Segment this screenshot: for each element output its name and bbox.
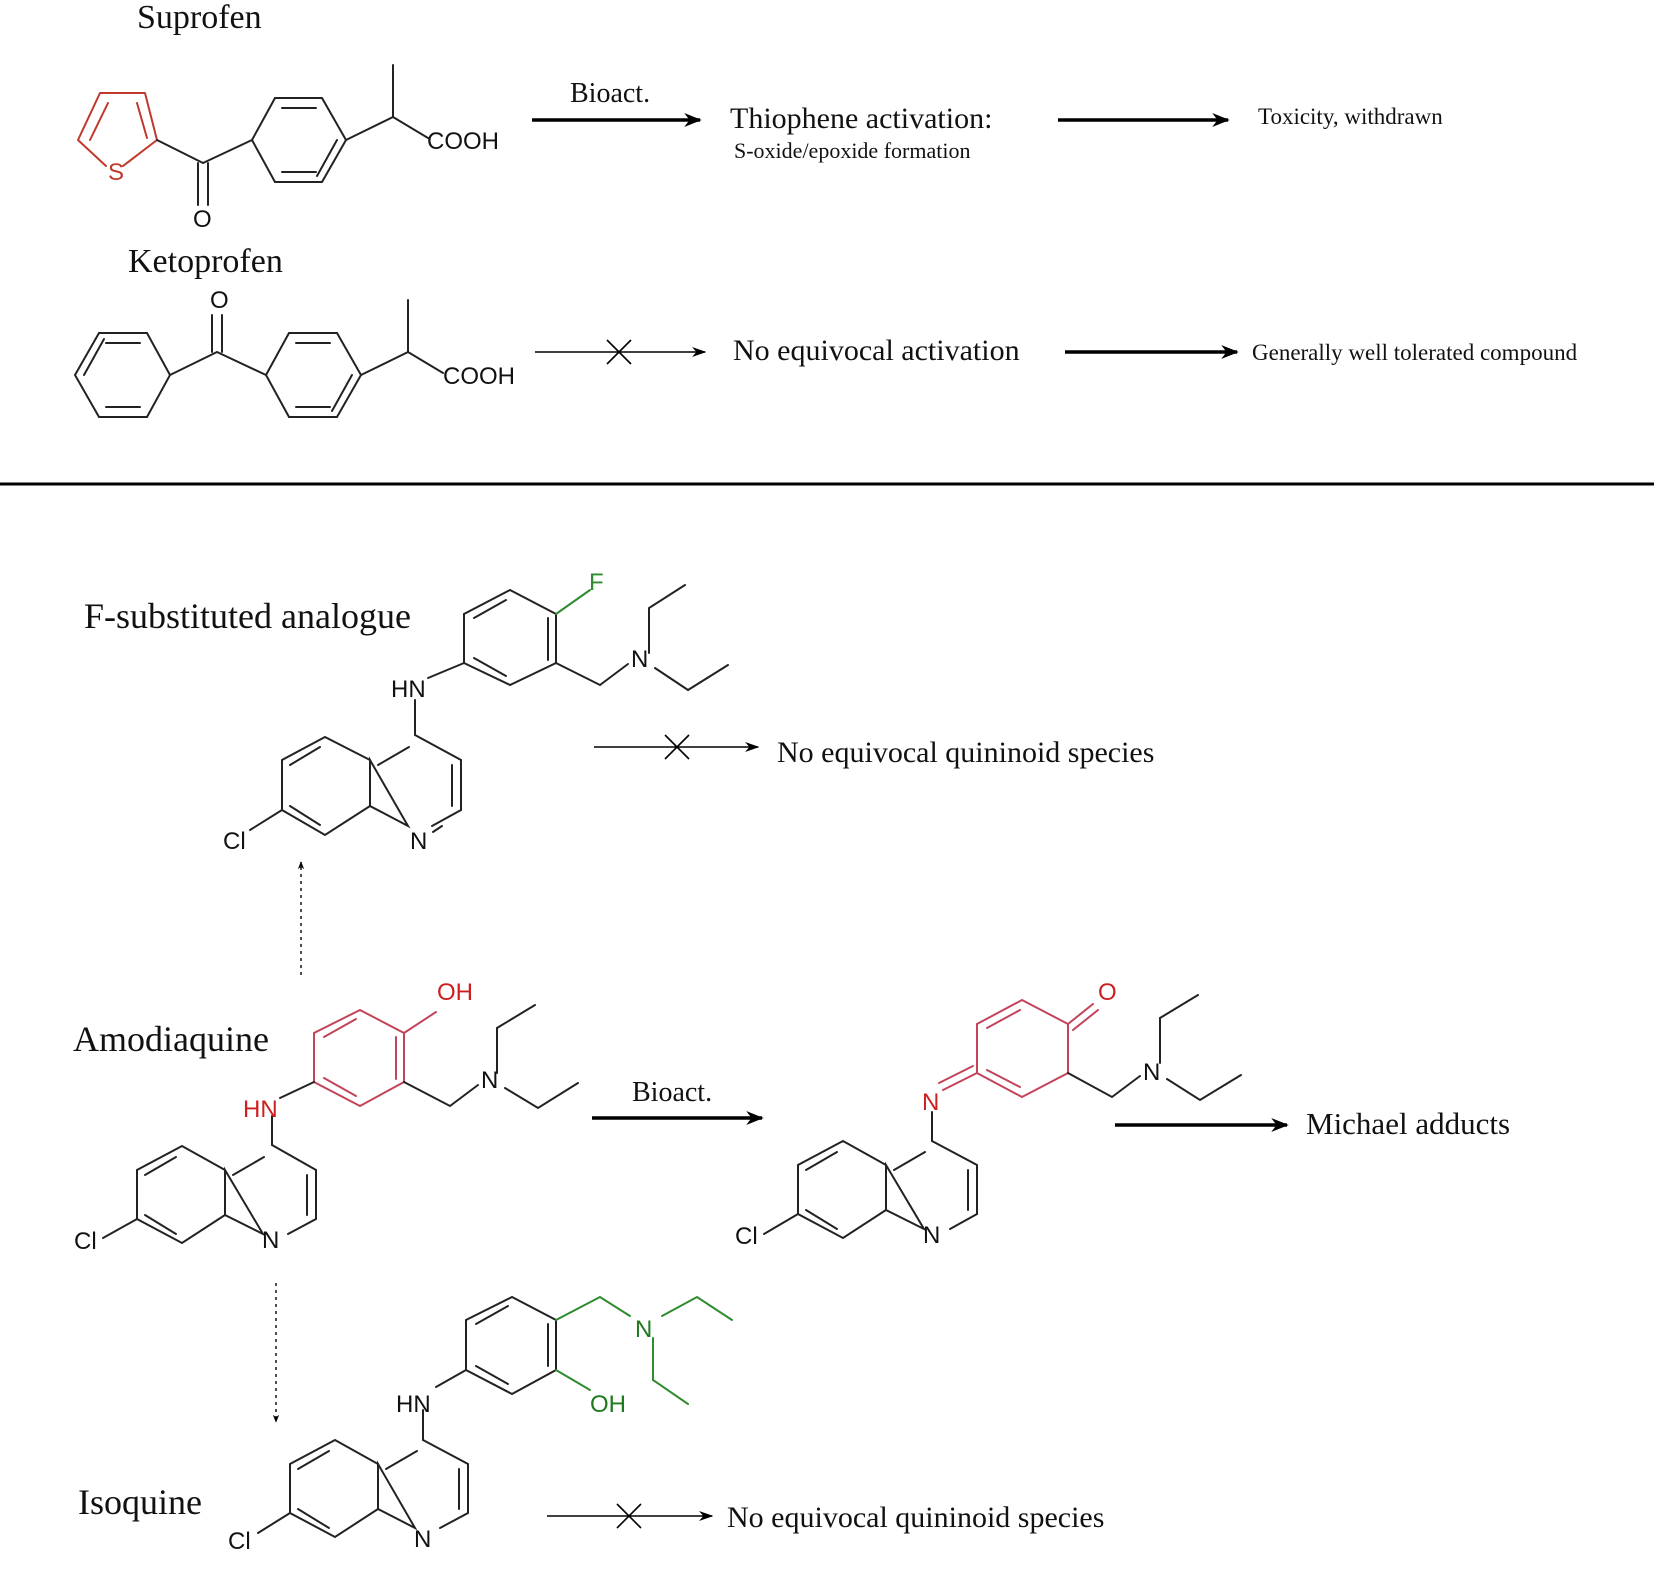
carbonyl-oxygen-atom: O [193, 206, 212, 233]
isoquine-name: Isoquine [78, 1482, 202, 1522]
suprofen-structure: S O COOH [77, 64, 499, 233]
quinoneimine-chlorine-atom: Cl [735, 1223, 758, 1250]
amodiaquine-section: Amodiaquine OH N HN N Cl Bioact. [73, 979, 764, 1255]
f-analogue-amine-nitrogen: N [631, 646, 648, 673]
f-analogue-section: F-substituted analogue F N HN N Cl No eq… [84, 569, 1154, 855]
suprofen-section: Suprofen S O COOH Bioact. Thiophene acti… [77, 0, 1443, 233]
amodiaquine-arrow-label: Bioact. [632, 1077, 712, 1108]
blocked-cross-mark [606, 339, 632, 365]
quinoneimine-quinoline-nitrogen: N [923, 1222, 940, 1249]
ketoprofen-outcome-text: Generally well tolerated compound [1252, 340, 1578, 365]
f-analogue-chlorine-atom: Cl [223, 828, 246, 855]
suprofen-cooh-group: COOH [427, 128, 499, 155]
thiophene-ring [77, 92, 158, 167]
sulfur-atom: S [108, 159, 124, 186]
amodiaquine-chlorine-atom: Cl [74, 1228, 97, 1255]
isoquine-quinoline-nitrogen: N [414, 1526, 431, 1553]
suprofen-outcome-text: Toxicity, withdrawn [1258, 104, 1443, 129]
quinoneimine-oxygen-atom: O [1098, 979, 1117, 1006]
isoquine-amine-nitrogen: N [635, 1316, 652, 1343]
ketoprofen-structure: O COOH [73, 287, 515, 418]
isoquine-outcome-text: No equivocal quininoid species [727, 1501, 1104, 1534]
amodiaquine-quinoline-nitrogen: N [262, 1227, 279, 1254]
ketoprofen-name: Ketoprofen [128, 243, 283, 280]
quinoneimine-structure: O N N N Cl [735, 979, 1242, 1250]
michael-adducts-text: Michael adducts [1306, 1106, 1510, 1141]
quinoneimine-imine-nitrogen: N [922, 1089, 939, 1116]
amodiaquine-hn-group: HN [243, 1096, 278, 1123]
thiophene-activation-subtitle: S-oxide/epoxide formation [734, 138, 970, 163]
amodiaquine-hydroxyl-group: OH [437, 979, 473, 1006]
ketoprofen-carbonyl-oxygen-atom: O [210, 287, 229, 314]
amodiaquine-structure: OH N HN N Cl [74, 979, 579, 1255]
amodiaquine-name: Amodiaquine [73, 1019, 269, 1059]
f-analogue-hn-group: HN [391, 676, 426, 703]
isoquine-hydroxyl-group: OH [590, 1391, 626, 1418]
f-analogue-cross-mark [664, 734, 690, 760]
suprofen-arrow-label: Bioact. [570, 78, 650, 109]
f-analogue-quinoline-nitrogen: N [410, 828, 427, 855]
amodiaquine-amine-nitrogen: N [481, 1067, 498, 1094]
f-analogue-outcome-text: No equivocal quininoid species [777, 736, 1154, 769]
suprofen-name: Suprofen [137, 0, 262, 36]
f-analogue-name: F-substituted analogue [84, 596, 411, 636]
isoquine-section: Isoquine OH N HN N Cl No equivocal quini… [78, 1295, 1104, 1555]
quinoneimine-amine-nitrogen: N [1143, 1059, 1160, 1086]
no-activation-text: No equivocal activation [733, 334, 1020, 367]
isoquine-structure: OH N HN N Cl [228, 1295, 733, 1555]
isoquine-hn-group: HN [396, 1391, 431, 1418]
f-analogue-structure: F N HN N Cl [223, 569, 729, 855]
isoquine-chlorine-atom: Cl [228, 1528, 251, 1555]
ketoprofen-section: Ketoprofen O COOH No equivocal activatio… [73, 243, 1578, 418]
fluorine-atom: F [589, 569, 604, 596]
ketoprofen-cooh-group: COOH [443, 363, 515, 390]
isoquine-cross-mark [616, 1503, 642, 1529]
thiophene-activation-title: Thiophene activation: [730, 102, 992, 135]
quinoneimine-section: O N N N Cl Michael adducts [735, 979, 1510, 1250]
